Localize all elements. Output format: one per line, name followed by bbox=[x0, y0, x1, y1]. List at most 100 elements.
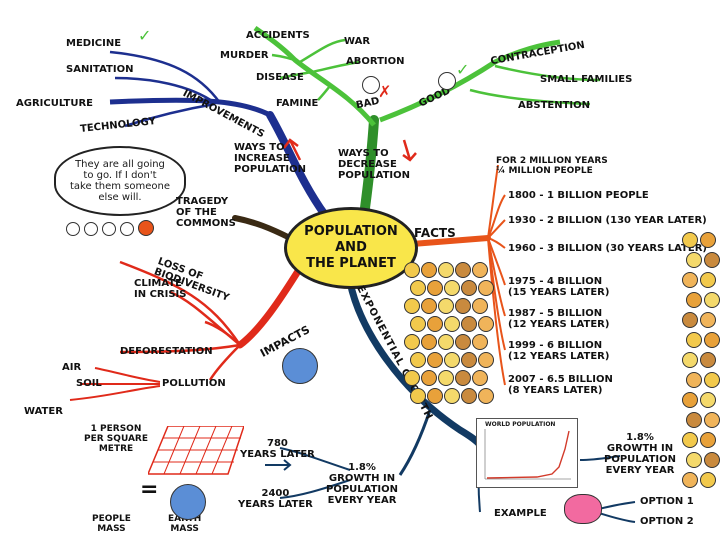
face-icon bbox=[700, 312, 716, 328]
sad-face-icon bbox=[362, 76, 380, 94]
happy-face-icon bbox=[438, 72, 456, 90]
face-icon bbox=[704, 412, 720, 428]
face-icon bbox=[455, 298, 471, 314]
face-icon bbox=[421, 334, 437, 350]
face-icon bbox=[461, 280, 477, 296]
pollution-label: POLLUTION bbox=[162, 378, 226, 389]
face-icon bbox=[461, 352, 477, 368]
face-icon bbox=[478, 352, 494, 368]
face-icon bbox=[704, 292, 720, 308]
face-icon bbox=[444, 352, 460, 368]
soil-label: SOIL bbox=[76, 378, 102, 389]
famine-label: FAMINE bbox=[276, 98, 319, 109]
face-icon bbox=[478, 316, 494, 332]
face-icon bbox=[700, 232, 716, 248]
face-icon bbox=[438, 370, 454, 386]
face-icon bbox=[704, 332, 720, 348]
example-label: EXAMPLE bbox=[494, 508, 547, 519]
fact-item: 1930 - 2 BILLION (130 YEAR LATER) bbox=[508, 215, 707, 226]
face-icon bbox=[120, 222, 134, 236]
face-icon bbox=[686, 452, 702, 468]
face-icon bbox=[472, 298, 488, 314]
fact-item: 1999 - 6 BILLION (12 YEARS LATER) bbox=[508, 340, 610, 362]
disease-label: DISEASE bbox=[256, 72, 304, 83]
face-icon bbox=[461, 316, 477, 332]
face-icon bbox=[472, 262, 488, 278]
face-icon bbox=[682, 392, 698, 408]
face-icon bbox=[455, 262, 471, 278]
piggy-bank-icon bbox=[564, 494, 602, 524]
deforestation-label: DEFORESTATION bbox=[120, 346, 213, 357]
abstention-label: ABSTENTION bbox=[518, 100, 590, 111]
face-icon bbox=[682, 472, 698, 488]
face-icon bbox=[686, 252, 702, 268]
face-icon bbox=[410, 316, 426, 332]
face-icon bbox=[700, 352, 716, 368]
abortion-label: ABORTION bbox=[346, 56, 405, 67]
face-icon bbox=[66, 222, 80, 236]
small-families-label: SMALL FAMILIES bbox=[540, 74, 633, 85]
crowd-grid bbox=[148, 426, 244, 475]
face-icon bbox=[421, 262, 437, 278]
face-icon bbox=[478, 280, 494, 296]
face-icon bbox=[427, 352, 443, 368]
face-icon bbox=[686, 332, 702, 348]
growth-rate-right-label: 1.8% GROWTH IN POPULATION EVERY YEAR bbox=[604, 432, 677, 476]
world-population-chart: WORLD POPULATION bbox=[476, 418, 578, 488]
people-mass-label: PEOPLE MASS bbox=[92, 514, 131, 534]
fact-item: FOR 2 MILLION YEARS ¼ MILLION PEOPLE bbox=[496, 156, 608, 176]
fact-item: 1975 - 4 BILLION (15 YEARS LATER) bbox=[508, 276, 610, 298]
water-label: WATER bbox=[24, 406, 63, 417]
face-icon bbox=[704, 452, 720, 468]
face-icon bbox=[444, 388, 460, 404]
option-1-label: OPTION 1 bbox=[640, 496, 694, 507]
face-icon bbox=[404, 334, 420, 350]
tragedy-of-commons-label: TRAGEDY OF THE COMMONS bbox=[176, 196, 236, 229]
face-icon bbox=[421, 298, 437, 314]
speech-bubble: They are all going to go. If I don't tak… bbox=[54, 146, 186, 216]
accidents-label: ACCIDENTS bbox=[246, 30, 310, 41]
face-icon bbox=[84, 222, 98, 236]
medicine-label: MEDICINE bbox=[66, 38, 122, 49]
face-icon bbox=[455, 334, 471, 350]
earth-icon bbox=[282, 348, 318, 384]
face-icon bbox=[438, 262, 454, 278]
check-icon: ✓ bbox=[138, 26, 152, 45]
face-icon bbox=[472, 370, 488, 386]
face-icon bbox=[478, 388, 494, 404]
face-icon bbox=[444, 316, 460, 332]
face-icon bbox=[438, 298, 454, 314]
face-icon bbox=[686, 292, 702, 308]
fact-item: 1960 - 3 BILLION (30 YEARS LATER) bbox=[508, 243, 707, 254]
face-icon bbox=[427, 316, 443, 332]
face-icon bbox=[682, 272, 698, 288]
equals-sign: = bbox=[140, 477, 159, 502]
face-icon bbox=[404, 298, 420, 314]
facts-label: FACTS bbox=[414, 226, 456, 240]
face-icon bbox=[682, 312, 698, 328]
face-icon bbox=[427, 280, 443, 296]
face-icon bbox=[438, 334, 454, 350]
face-icon bbox=[410, 280, 426, 296]
face-icon bbox=[700, 272, 716, 288]
ways-to-decrease-label: WAYS TO DECREASE POPULATION bbox=[338, 148, 411, 181]
years-780-label: 780 YEARS LATER bbox=[240, 438, 315, 460]
face-icon bbox=[700, 432, 716, 448]
chart-title: WORLD POPULATION bbox=[485, 421, 556, 428]
greedy-face-icon bbox=[138, 220, 154, 236]
cross-icon: ✗ bbox=[378, 82, 392, 101]
fact-item: 1987 - 5 BILLION (12 YEARS LATER) bbox=[508, 308, 610, 330]
face-icon bbox=[427, 388, 443, 404]
air-label: AIR bbox=[62, 362, 82, 373]
growth-rate-label: 1.8% GROWTH IN POPULATION EVERY YEAR bbox=[326, 462, 399, 506]
face-icon bbox=[686, 372, 702, 388]
face-icon bbox=[404, 262, 420, 278]
face-icon bbox=[421, 370, 437, 386]
face-icon bbox=[455, 370, 471, 386]
person-per-square-metre-label: 1 PERSON PER SQUARE METRE bbox=[84, 424, 149, 454]
fact-item: 1800 - 1 BILLION PEOPLE bbox=[508, 190, 649, 201]
ways-to-increase-label: WAYS TO INCREASE POPULATION bbox=[234, 142, 307, 175]
face-icon bbox=[682, 432, 698, 448]
agriculture-label: AGRICULTURE bbox=[16, 98, 94, 109]
